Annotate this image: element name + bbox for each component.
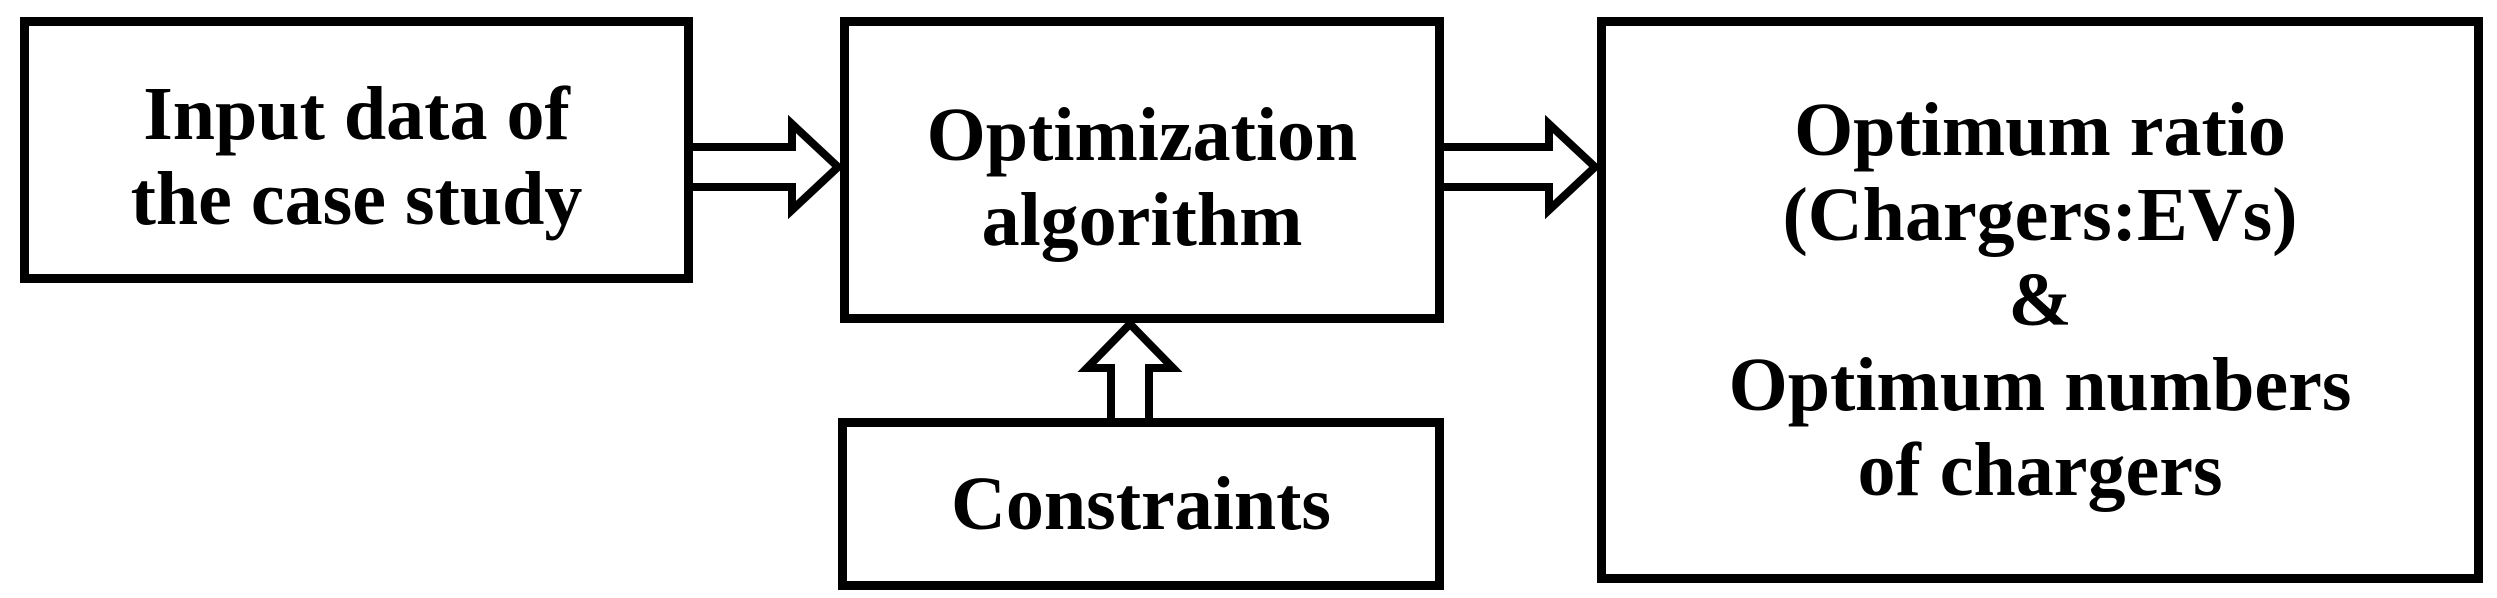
node-optimum-results-line-1: Optimum ratio <box>1794 87 2286 172</box>
node-optimum-results: Optimum ratio (Chargers:EVs) & Optimum n… <box>1597 17 2483 583</box>
node-optimization-algorithm: Optimization algorithm <box>840 17 1444 323</box>
node-constraints-line-1: Constraints <box>950 461 1332 546</box>
arrow-constraints-to-algorithm-icon <box>1077 318 1183 426</box>
node-optimum-results-line-2: (Chargers:EVs) <box>1782 172 2298 257</box>
node-optimum-results-line-4: Optimum numbers <box>1728 342 2352 427</box>
node-input-data-line-1: Input data of <box>143 72 570 156</box>
arrow-input-to-algorithm-icon <box>684 114 844 220</box>
node-constraints: Constraints <box>838 418 1444 590</box>
node-input-data: Input data of the case study <box>20 17 693 283</box>
node-optimum-results-line-3: & <box>2008 257 2072 342</box>
node-optimum-results-line-5: of chargers <box>1857 427 2223 512</box>
node-optimization-algorithm-line-1: Optimization <box>926 93 1358 177</box>
arrow-algorithm-to-output-icon <box>1436 114 1601 220</box>
node-optimization-algorithm-line-2: algorithm <box>981 178 1303 262</box>
node-input-data-line-2: the case study <box>130 157 583 241</box>
